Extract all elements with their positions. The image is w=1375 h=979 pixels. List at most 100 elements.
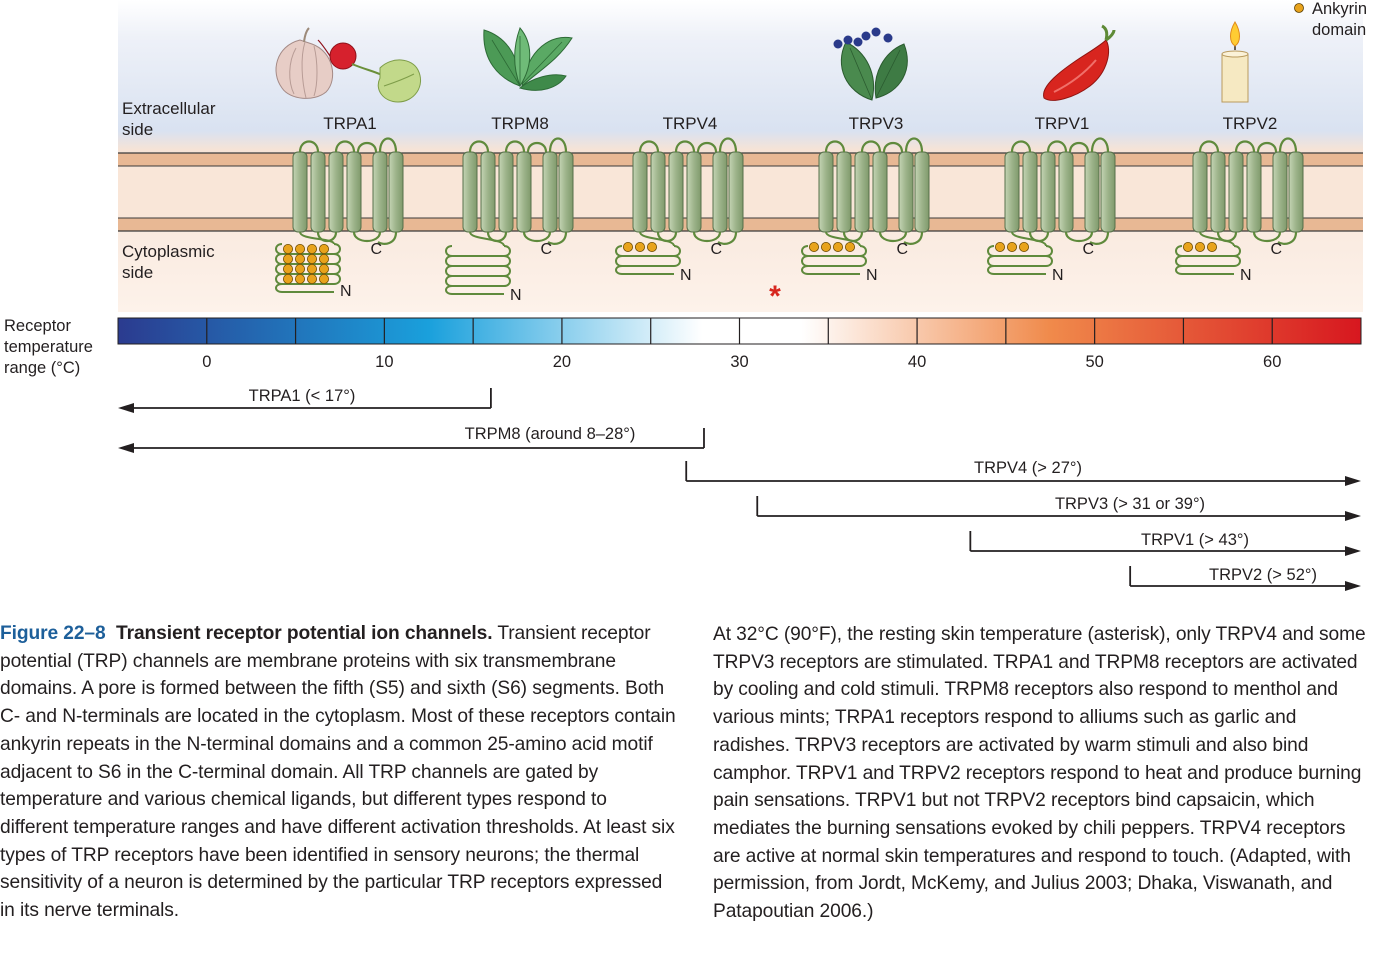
ankyrin-legend-label-2: domain (1312, 21, 1366, 39)
channel-name-label: TRPM8 (491, 114, 549, 133)
scale-label-line2: temperature (4, 338, 93, 356)
transmembrane-segment (346, 151, 362, 233)
transmembrane-segment (1288, 151, 1304, 233)
chili-pepper-icon (1043, 24, 1116, 101)
ankyrin-legend-label: Ankyrin (1312, 0, 1367, 18)
ankyrin-repeat (306, 273, 317, 284)
ankyrin-repeat (294, 273, 305, 284)
range-label: TRPM8 (around 8–28°) (465, 425, 636, 443)
transmembrane-segment (686, 151, 702, 233)
n-terminal-label: N (510, 287, 522, 304)
channels-layer: TRPA1CNTRPM8CNTRPV4CNTRPV3CNTRPV1CNTRPV2… (275, 114, 1304, 304)
temperature-scale-ticks (206, 318, 1273, 344)
transmembrane-segment (836, 151, 852, 233)
trp-channel-diagram: Extracellular side Cytoplasmic side Anky… (4, 0, 1367, 591)
transmembrane-segment (372, 151, 388, 233)
caption-body-right: At 32°C (90°F), the resting skin tempera… (713, 624, 1366, 923)
ankyrin-repeat (294, 253, 305, 264)
receptor-range-arrows: TRPA1 (< 17°)TRPM8 (around 8–28°)TRPV4 (… (118, 387, 1361, 591)
transmembrane-segment (480, 151, 496, 233)
ankyrin-legend: Ankyrin domain (1294, 0, 1367, 39)
mint-leaves-icon (483, 27, 573, 91)
transmembrane-segment (668, 151, 684, 233)
ankyrin-repeat (1183, 241, 1194, 252)
transmembrane-segment (712, 151, 728, 233)
transmembrane-segment (558, 151, 574, 233)
transmembrane-segment (388, 151, 404, 233)
ankyrin-repeat (282, 243, 293, 254)
figure-caption-left: Figure 22–8 Transient receptor potential… (0, 620, 680, 925)
transmembrane-segment (632, 151, 648, 233)
range-arrow-trpv1: TRPV1 (> 43°) (969, 531, 1361, 556)
n-terminal-label: N (680, 267, 692, 284)
ankyrin-repeat (1207, 241, 1218, 252)
cytoplasmic-label: Cytoplasmic (122, 242, 215, 261)
c-terminal-label: C (540, 241, 552, 258)
scale-tick-label: 60 (1263, 353, 1281, 371)
n-terminal-label: N (866, 267, 878, 284)
channel-name-label: TRPV3 (849, 114, 904, 133)
transmembrane-segment (292, 151, 308, 233)
range-label: TRPV3 (> 31 or 39°) (1055, 495, 1205, 513)
scale-tick-label: 0 (202, 353, 211, 371)
ankyrin-repeat (833, 241, 844, 252)
scale-tick-label: 30 (730, 353, 748, 371)
transmembrane-segment (516, 151, 532, 233)
ankyrin-repeat (1007, 241, 1018, 252)
transmembrane-segment (1058, 151, 1074, 233)
ankyrin-repeat (647, 241, 658, 252)
transmembrane-segment (310, 151, 326, 233)
ankyrin-repeat (294, 263, 305, 274)
camphor-berries-icon (833, 27, 908, 101)
ankyrin-repeat (318, 263, 329, 274)
transmembrane-segment (1228, 151, 1244, 233)
channel-name-label: TRPA1 (323, 114, 377, 133)
scale-tick-label: 20 (553, 353, 571, 371)
transmembrane-segment (328, 151, 344, 233)
channel-name-label: TRPV2 (1223, 114, 1278, 133)
range-arrow-trpv2: TRPV2 (> 52°) (1129, 566, 1361, 591)
resting-skin-temperature-asterisk: * (769, 280, 781, 313)
scale-tick-label: 40 (908, 353, 926, 371)
caption-body-left: Transient receptor potential (TRP) chann… (0, 623, 676, 922)
candle-icon (1221, 21, 1249, 103)
transmembrane-segment (462, 151, 478, 233)
channel-name-label: TRPV1 (1035, 114, 1090, 133)
transmembrane-segment (1272, 151, 1288, 233)
transmembrane-segment (1004, 151, 1020, 233)
scale-label-line1: Receptor (4, 317, 71, 335)
ankyrin-repeat (282, 273, 293, 284)
transmembrane-segment (498, 151, 514, 233)
c-terminal-label: C (896, 241, 908, 258)
range-arrow-trpv3: TRPV3 (> 31 or 39°) (756, 495, 1361, 521)
ankyrin-repeat (306, 263, 317, 274)
transmembrane-segment (1040, 151, 1056, 233)
transmembrane-segment (914, 151, 930, 233)
ankyrin-repeat (623, 241, 634, 252)
transmembrane-segment (872, 151, 888, 233)
transmembrane-segment (1100, 151, 1116, 233)
range-label: TRPV1 (> 43°) (1141, 531, 1249, 549)
ankyrin-repeat (995, 241, 1006, 252)
ankyrin-repeat (809, 241, 820, 252)
ankyrin-legend-dot (1294, 3, 1304, 13)
transmembrane-segment (728, 151, 744, 233)
transmembrane-segment (818, 151, 834, 233)
range-label: TRPV2 (> 52°) (1209, 566, 1317, 584)
channel-name-label: TRPV4 (663, 114, 718, 133)
range-arrow-trpa1: TRPA1 (< 17°) (118, 387, 492, 413)
ankyrin-repeat (845, 241, 856, 252)
figure-caption-right: At 32°C (90°F), the resting skin tempera… (713, 621, 1375, 926)
ankyrin-repeat (1019, 241, 1030, 252)
figure-label: Figure 22–8 (0, 623, 106, 644)
transmembrane-segment (1210, 151, 1226, 233)
ankyrin-repeat (306, 253, 317, 264)
c-terminal-label: C (370, 241, 382, 258)
scale-tick-label: 50 (1085, 353, 1103, 371)
